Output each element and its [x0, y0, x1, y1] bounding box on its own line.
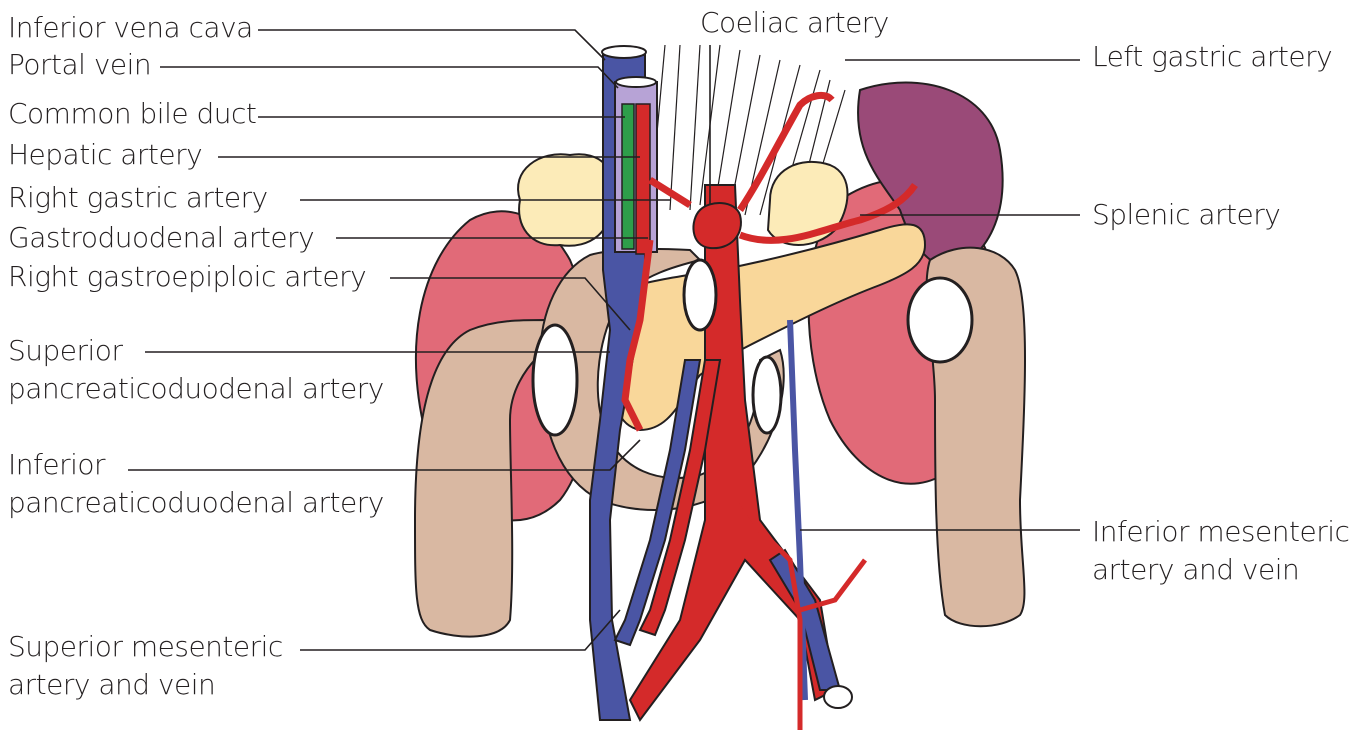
iliac-artery-opening	[823, 685, 853, 709]
portal-vein-opening	[615, 76, 657, 88]
label-inferior-pancreaticoduodenal-2: pancreaticoduodenal artery	[8, 486, 384, 519]
label-superior-pancreaticoduodenal-1: Superior	[8, 334, 123, 367]
label-splenic-artery: Splenic artery	[1092, 198, 1281, 231]
coeliac-trunk	[692, 202, 742, 250]
label-inferior-vena-cava: Inferior vena cava	[8, 11, 253, 44]
left-adrenal	[766, 160, 849, 246]
label-coeliac-artery: Coeliac artery	[700, 6, 889, 39]
aorta	[628, 184, 837, 722]
label-superior-pancreaticoduodenal-2: pancreaticoduodenal artery	[8, 372, 384, 405]
label-gastroduodenal-artery: Gastroduodenal artery	[8, 221, 315, 254]
label-superior-mesenteric-1: Superior mesenteric	[8, 630, 283, 663]
leader-lines	[128, 29, 1080, 651]
common-bile-duct-vessel	[621, 103, 635, 250]
label-right-gastroepiploic-artery: Right gastroepiploic artery	[8, 260, 367, 293]
label-superior-mesenteric-2: artery and vein	[8, 668, 216, 701]
colon-opening-left	[906, 276, 974, 364]
splenic-artery-vessel	[738, 182, 918, 244]
label-inferior-mesenteric-1: Inferior mesenteric	[1092, 515, 1350, 548]
label-hepatic-artery: Hepatic artery	[8, 138, 203, 171]
label-right-gastric-artery: Right gastric artery	[8, 181, 268, 214]
left-gastric-artery-vessel	[737, 91, 835, 212]
label-portal-vein: Portal vein	[8, 48, 152, 81]
duodenal-cut-opening	[682, 258, 718, 332]
ivc-opening	[601, 45, 647, 59]
label-left-gastric-artery: Left gastric artery	[1092, 40, 1333, 73]
inferior-mesenteric-artery	[717, 468, 803, 730]
right-gastric-artery-vessel	[648, 177, 692, 208]
inferior-mesenteric-branch	[799, 558, 867, 613]
colon-opening-mid	[751, 355, 783, 435]
label-inferior-pancreaticoduodenal-1: Inferior	[8, 448, 106, 481]
colon-opening-right	[531, 323, 579, 437]
hepatic-artery-vessel	[635, 103, 651, 255]
gastroduodenal-artery-vessel	[621, 239, 654, 432]
superior-mesenteric-artery	[638, 359, 722, 637]
label-inferior-mesenteric-2: artery and vein	[1092, 553, 1300, 586]
label-common-bile-duct: Common bile duct	[8, 97, 257, 130]
superior-mesenteric-vein	[613, 359, 702, 647]
